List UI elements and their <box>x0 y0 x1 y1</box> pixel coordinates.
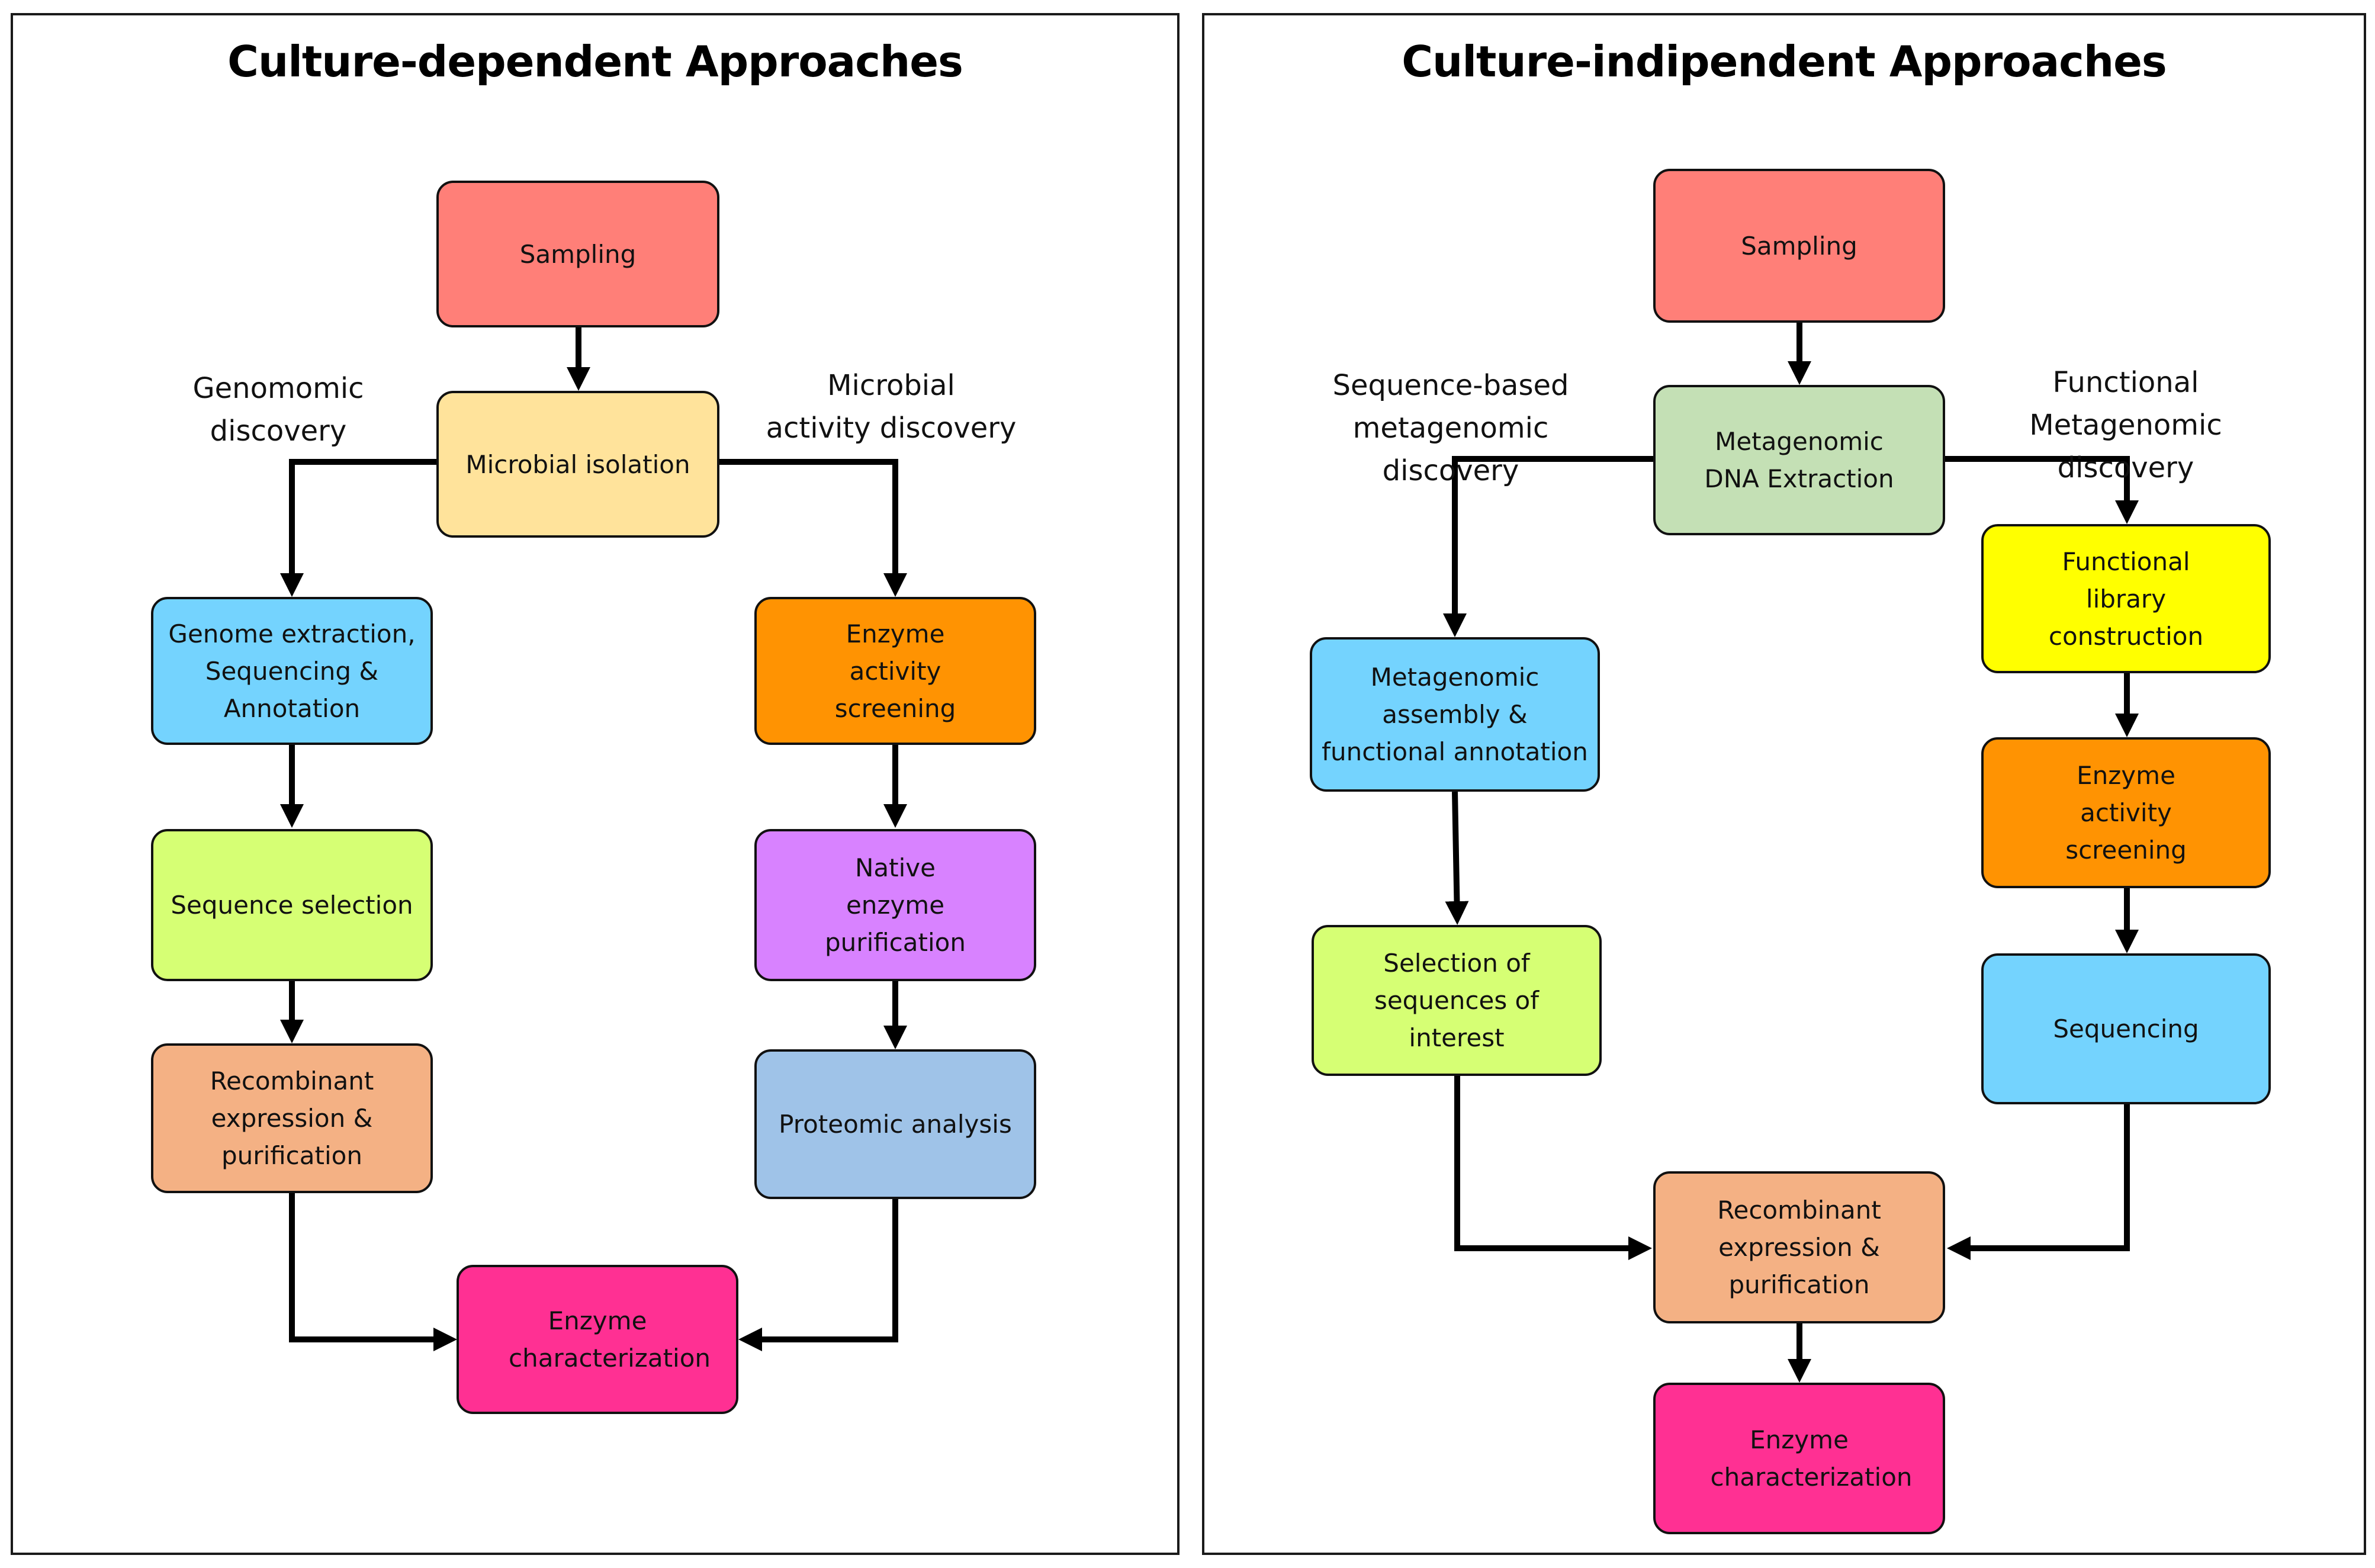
box-sampling-r: Sampling <box>1653 169 1945 323</box>
culture-dependent-title: Culture-dependent Approaches <box>227 37 963 86</box>
arrow-dna-to-functional-lib <box>1945 456 2139 524</box>
box-sequence-selection: Sequence selection <box>151 829 433 981</box>
arrow-selection-to-recombinant <box>1454 1076 1652 1260</box>
box-metagenomic-assembly: Metagenomic assembly & functional annota… <box>1310 637 1600 792</box>
arrow-sequencing-to-recombinant <box>1947 1104 2130 1260</box>
box-enzyme-activity-screening-r: Enzyme activity screening <box>1981 737 2271 888</box>
box-recombinant-expression-r: Recombinant expression & purification <box>1653 1171 1945 1323</box>
box-genome-extraction: Genome extraction, Sequencing & Annotati… <box>151 597 433 745</box>
arrow-recombinant-to-characterization <box>289 1193 457 1351</box>
box-proteomic-analysis: Proteomic analysis <box>754 1049 1036 1199</box>
arrow-isolation-to-genome <box>280 459 436 597</box>
arrow-isolation-to-enzyme-screen <box>719 459 907 597</box>
box-enzyme-activity-screening: Enzyme activity screening <box>754 597 1036 745</box>
arrow-assembly-to-selection <box>1445 791 1469 925</box>
arrow-dna-to-assembly <box>1443 456 1653 637</box>
box-enzyme-characterization-r: Enzyme characterization <box>1653 1383 1945 1534</box>
box-enzyme-characterization: Enzyme characterization <box>457 1265 738 1414</box>
branch-label-functional: Functional Metagenomic discovery <box>2029 366 2222 484</box>
box-sampling: Sampling <box>436 181 719 327</box>
culture-independent-title: Culture-indipendent Approaches <box>1402 37 2167 86</box>
box-recombinant-expression: Recombinant expression & purification <box>151 1043 433 1193</box>
branch-label-microbial-activity: Microbial activity discovery <box>766 369 1017 445</box>
box-functional-library: Functional library construction <box>1981 524 2271 673</box>
arrow-proteomic-to-characterization <box>738 1199 898 1351</box>
box-sequencing: Sequencing <box>1981 953 2271 1104</box>
branch-label-genomic: Genomomic discovery <box>192 372 364 448</box>
box-microbial-isolation: Microbial isolation <box>436 391 719 538</box>
box-native-enzyme-purification: Native enzyme purification <box>754 829 1036 981</box>
branch-label-sequence-based: Sequence-based metagenomic discovery <box>1332 369 1569 487</box>
box-metagenomic-dna-extraction: Metagenomic DNA Extraction <box>1653 385 1945 535</box>
box-selection-of-sequences: Selection of sequences of interest <box>1312 925 1602 1076</box>
